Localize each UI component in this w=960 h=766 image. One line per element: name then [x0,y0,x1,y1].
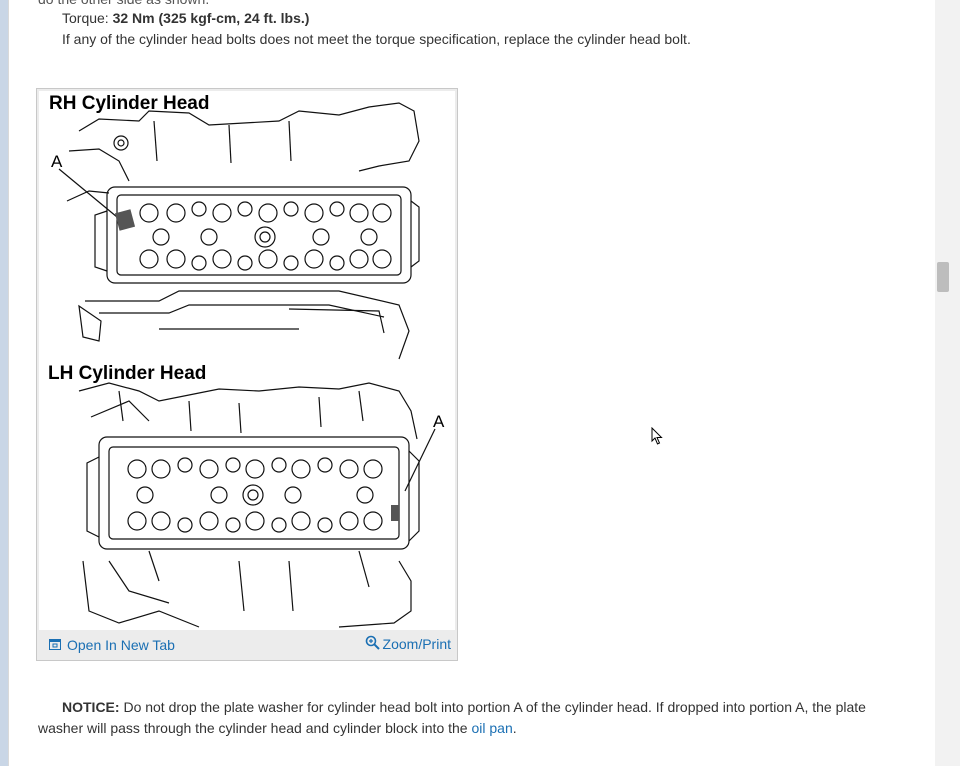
left-frame-strip [0,0,8,766]
mouse-pointer-icon [651,426,663,450]
magnifier-plus-icon [365,635,380,653]
zoom-print-link[interactable]: Zoom/Print [365,635,451,653]
oil-pan-link[interactable]: oil pan [471,720,513,736]
figure-box: RH Cylinder Head LH Cylinder Head A A Op… [36,88,458,661]
scrollbar-track[interactable] [935,0,960,766]
torque-value: 32 Nm (325 kgf-cm, 24 ft. lbs.) [112,10,310,26]
open-in-new-tab-label: Open In New Tab [67,637,175,653]
scrollbar-thumb[interactable] [937,262,949,292]
zoom-print-label: Zoom/Print [382,636,451,652]
cut-off-line: do the other side as shown. [38,0,209,10]
notice-text: Do not drop the plate washer for cylinde… [38,699,866,736]
rh-title: RH Cylinder Head [49,93,209,114]
label-a-rh: A [51,152,63,171]
notice-label: NOTICE: [62,699,120,715]
open-in-new-tab-link[interactable]: Open In New Tab [49,637,175,653]
torque-line: Torque: 32 Nm (325 kgf-cm, 24 ft. lbs.) [62,8,309,29]
figure-toolbar: Open In New Tab Zoom/Print [37,630,457,660]
label-a-lh: A [433,412,445,431]
cylinder-head-illustration[interactable]: RH Cylinder Head LH Cylinder Head A A [39,91,455,630]
open-in-new-tab-icon [49,637,61,653]
torque-note: If any of the cylinder head bolts does n… [62,31,691,47]
notice-end: . [512,720,517,736]
lh-title: LH Cylinder Head [48,363,206,384]
torque-label: Torque: [62,10,109,26]
cylinder-head-drawing: RH Cylinder Head LH Cylinder Head A A [48,93,445,628]
notice-paragraph: NOTICE: Do not drop the plate washer for… [38,697,898,739]
